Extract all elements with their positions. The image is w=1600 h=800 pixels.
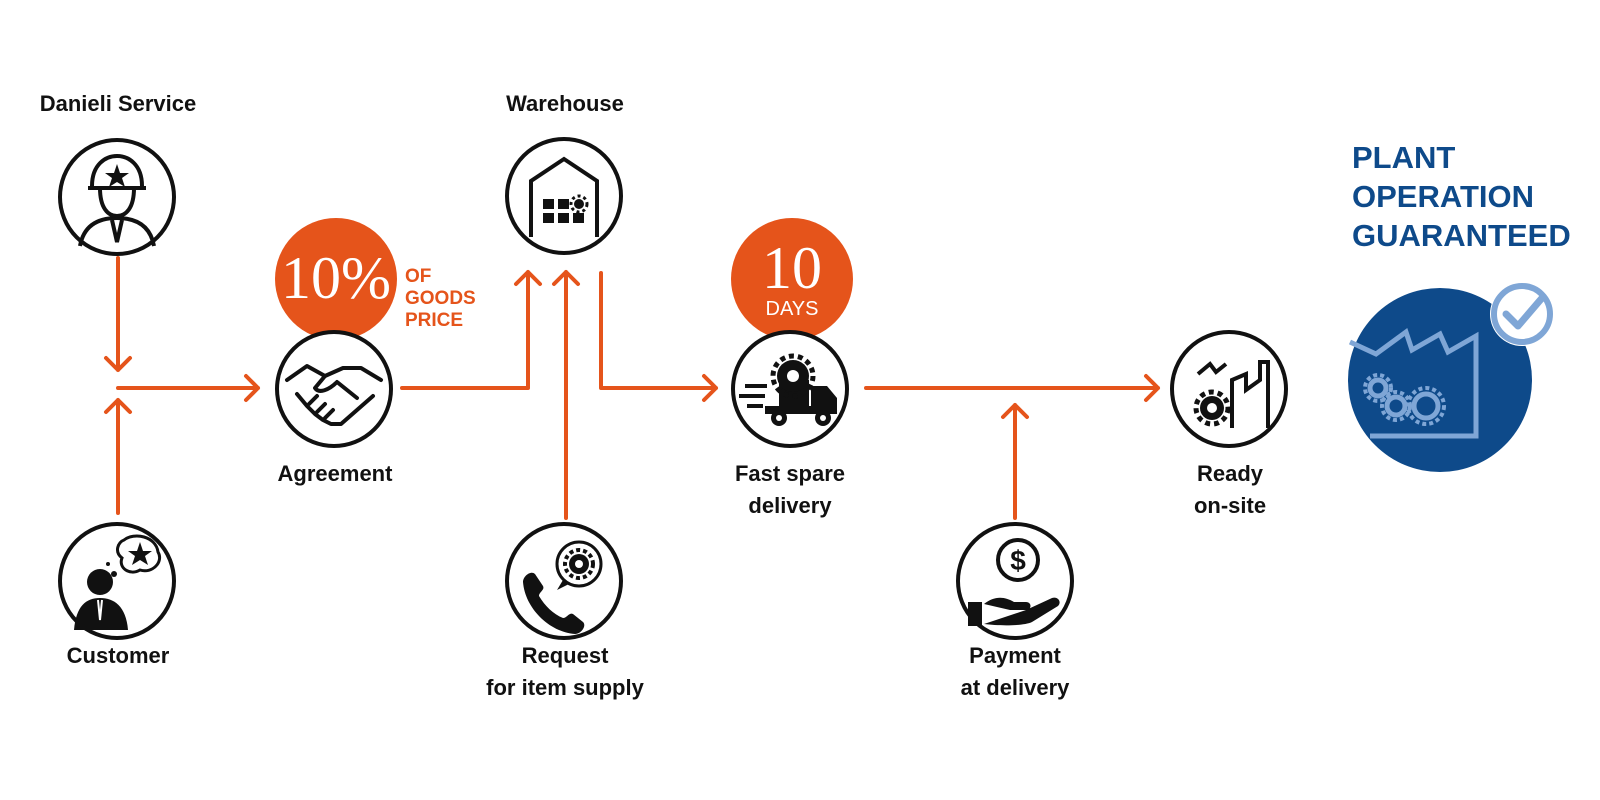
- ready-label-line: on-site: [1193, 493, 1267, 518]
- ready-label-line: Ready: [1196, 461, 1264, 486]
- ready-label: Ready on-site: [1140, 458, 1320, 522]
- days-badge: 10 DAYS: [731, 218, 853, 340]
- delivery-to-ready-arrow: [864, 374, 1160, 402]
- delivery-label-line: Fast spare: [734, 461, 846, 486]
- headline-line: GUARANTEED: [1352, 218, 1571, 253]
- engineer-icon: [78, 153, 156, 247]
- payment-to-line-arrow: [1001, 403, 1029, 520]
- request-node[interactable]: [505, 522, 623, 640]
- agreement-label: Agreement: [277, 461, 393, 486]
- fast-truck-icon: [739, 353, 837, 426]
- plant-guaranteed-emblem: [1348, 282, 1554, 472]
- discount-badge: 10%: [275, 218, 397, 340]
- request-to-warehouse-arrow: [552, 270, 580, 520]
- customer-label: Customer: [66, 643, 170, 668]
- plant-operation-headline: PLANT OPERATION GUARANTEED: [1352, 138, 1571, 255]
- customer-node[interactable]: [58, 522, 176, 640]
- warehouse-node[interactable]: [505, 137, 623, 255]
- headline-line: PLANT: [1352, 140, 1456, 175]
- delivery-label-line: delivery: [748, 493, 832, 518]
- days-unit: DAYS: [765, 298, 819, 320]
- agreement-node[interactable]: [275, 330, 393, 448]
- thinking-customer-icon: [74, 534, 161, 630]
- payment-label-line: Payment: [969, 643, 1061, 668]
- discount-value: 10%: [281, 245, 391, 311]
- danieli-service-label: Danieli Service: [39, 91, 197, 116]
- customer-to-junction-arrow: [104, 398, 132, 515]
- agreement-to-warehouse-arrow: [400, 270, 542, 390]
- ready-node[interactable]: [1170, 330, 1288, 448]
- request-label-line: for item supply: [486, 675, 644, 700]
- discount-note-line: GOODS: [405, 288, 476, 309]
- payment-node[interactable]: $: [956, 522, 1074, 640]
- warehouse-to-delivery-arrow: [599, 271, 718, 402]
- headline-line: OPERATION: [1352, 179, 1534, 214]
- discount-note-line: PRICE: [405, 310, 464, 331]
- delivery-node[interactable]: [731, 330, 849, 448]
- discount-note: OF GOODS PRICE: [405, 266, 476, 332]
- hand-dollar-icon: $: [968, 538, 1060, 626]
- handshake-icon: [285, 364, 383, 426]
- warehouse-icon: [529, 156, 599, 237]
- danieli-service-node[interactable]: [58, 138, 176, 256]
- payment-label-line: at delivery: [960, 675, 1070, 700]
- phone-gear-icon: [523, 540, 603, 634]
- request-label: Request for item supply: [470, 640, 660, 704]
- discount-note-line: OF: [405, 266, 432, 287]
- request-label-line: Request: [521, 643, 609, 668]
- svg-text:$: $: [1010, 545, 1026, 576]
- junction-to-agreement-arrow: [116, 374, 260, 402]
- service-to-junction-arrow: [104, 256, 132, 372]
- factory-gear-icon: [1193, 360, 1270, 428]
- payment-label: Payment at delivery: [925, 640, 1105, 704]
- days-value: 10: [762, 235, 822, 301]
- delivery-label: Fast spare delivery: [700, 458, 880, 522]
- warehouse-label: Warehouse: [506, 91, 624, 116]
